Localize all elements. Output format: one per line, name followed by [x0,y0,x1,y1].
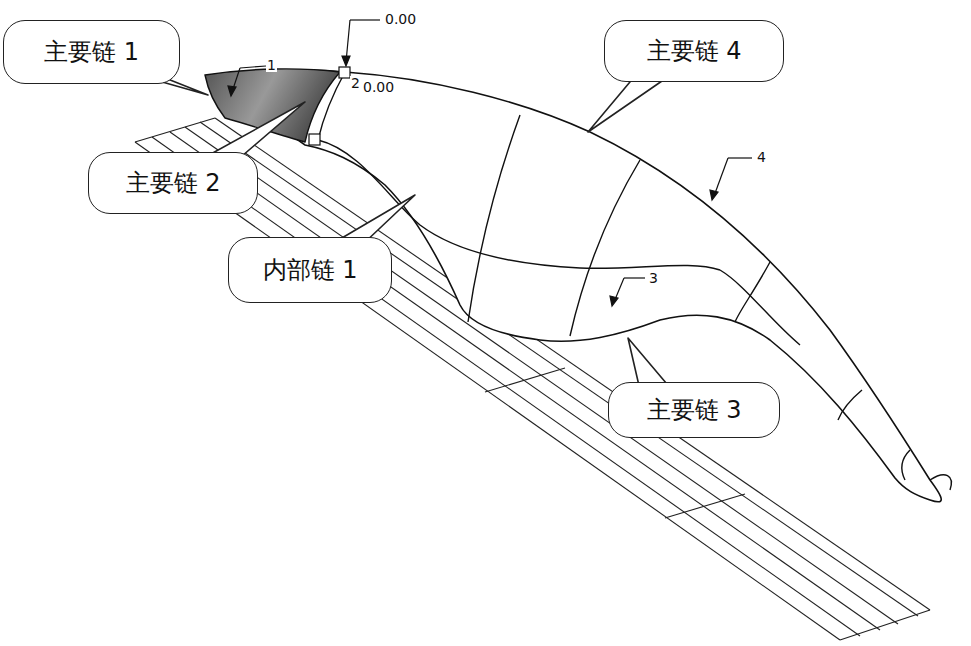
callout-number: 2 [350,76,361,90]
callout-text: 主要链 1 [44,36,139,68]
leader-lines [228,20,752,306]
callout-bubble: 主要链 3 [608,382,780,438]
callout-text: 主要链 2 [126,167,221,199]
callout-text: 主要链 3 [647,394,742,426]
callout-bubble: 主要链 4 [604,20,784,82]
callout-bubble: 主要链 2 [88,152,258,214]
callout-bubble: 内部链 1 [228,237,392,303]
handle-body [210,70,941,502]
callout-number: 0.00 [384,12,417,26]
callout-bubble: 主要链 1 [3,20,180,84]
grip-surface [205,69,340,142]
callout-number: 3 [648,271,659,285]
callout-number: 1 [266,58,277,72]
callout-number: 0.00 [362,80,395,94]
callout-text: 主要链 4 [647,35,742,67]
handle-curves [318,72,951,490]
callout-tails [120,70,675,390]
callout-text: 内部链 1 [263,254,358,286]
drag-handles [309,67,350,145]
callout-number: 4 [756,150,767,164]
